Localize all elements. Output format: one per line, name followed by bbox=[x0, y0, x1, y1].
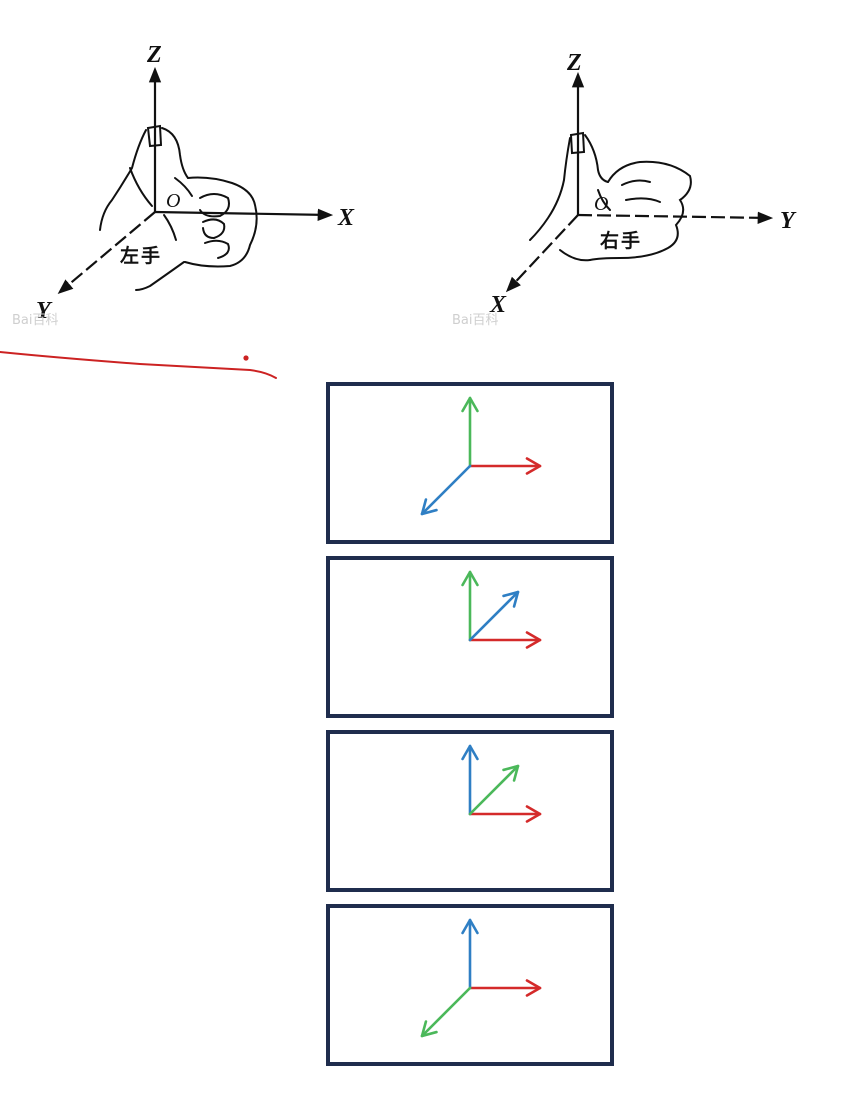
axis-frame-2-arrows bbox=[461, 570, 542, 649]
left-z-label: Z bbox=[146, 42, 162, 68]
axis-frame-1 bbox=[326, 382, 614, 544]
left-x-label: X bbox=[337, 205, 355, 231]
axis-frame-4-arrows bbox=[420, 918, 542, 1038]
axis-frame-2 bbox=[326, 556, 614, 718]
right-hand-figure: Z Y X O 右手 Bai百科 bbox=[452, 50, 797, 328]
axis-arrow-up-green bbox=[461, 396, 479, 468]
axis-arrow-diagonal-blue bbox=[468, 590, 520, 642]
red-annotation-dot bbox=[243, 355, 249, 361]
right-x-label: X bbox=[489, 292, 507, 318]
left-hand-drawing bbox=[99, 124, 258, 291]
axis-arrow-up-blue bbox=[461, 744, 479, 816]
axis-arrow-right-red bbox=[468, 457, 542, 475]
red-annotation-line bbox=[0, 351, 277, 379]
axis-arrow-diagonal-green bbox=[420, 986, 472, 1038]
axis-frame-3-arrows bbox=[461, 744, 542, 823]
axis-frame-4 bbox=[326, 904, 614, 1066]
right-hand-drawing bbox=[529, 131, 692, 262]
axis-arrow-right-red bbox=[468, 805, 542, 823]
right-watermark: Bai百科 bbox=[452, 313, 499, 328]
right-hand-label: 右手 bbox=[599, 229, 642, 252]
axis-arrow-diagonal-blue bbox=[420, 464, 472, 516]
axis-frame-1-arrows bbox=[420, 396, 542, 516]
axis-arrow-right-red bbox=[468, 631, 542, 649]
left-y-label: Y bbox=[36, 298, 53, 324]
right-z-label: Z bbox=[566, 50, 582, 76]
left-hand-axes bbox=[57, 66, 334, 294]
left-origin-label: O bbox=[166, 190, 180, 212]
axis-arrow-right-red bbox=[468, 979, 542, 997]
right-origin-label: O bbox=[594, 193, 608, 215]
axis-frame-3 bbox=[326, 730, 614, 892]
left-watermark: Bai百科 bbox=[12, 313, 59, 328]
right-hand-axes bbox=[505, 71, 774, 293]
axis-arrow-diagonal-green bbox=[468, 764, 520, 816]
axis-arrow-up-blue bbox=[461, 918, 479, 990]
axis-arrow-up-green bbox=[461, 570, 479, 642]
left-hand-figure: Z X Y O 左手 Bai百科 bbox=[12, 42, 355, 328]
right-y-label: Y bbox=[780, 208, 797, 234]
left-hand-label: 左手 bbox=[120, 244, 162, 267]
